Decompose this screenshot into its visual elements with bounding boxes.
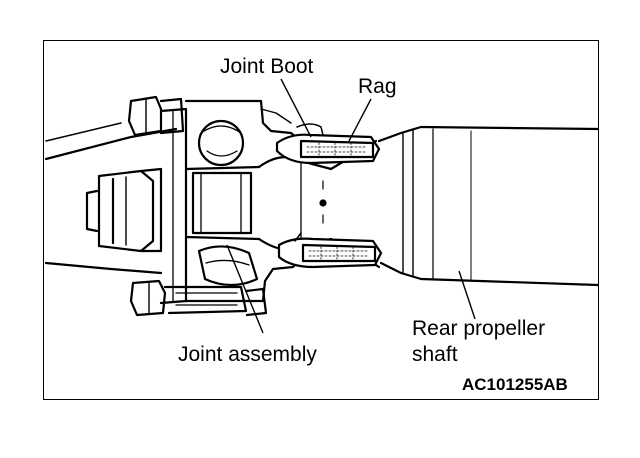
figure-code: AC101255AB — [462, 375, 568, 394]
label-joint-assembly: Joint assembly — [178, 343, 317, 366]
leader-joint-boot — [280, 78, 312, 138]
rag-lower — [277, 232, 383, 269]
upper-bolt — [127, 95, 185, 137]
leader-rear-propeller-shaft — [458, 270, 476, 320]
label-rear-propeller-shaft-line1: Rear propeller — [412, 317, 546, 340]
joint-ball-lower — [197, 245, 259, 287]
propeller-shaft-tube — [377, 125, 598, 287]
label-rear-propeller-shaft-line2: shaft — [412, 343, 458, 366]
label-rag: Rag — [358, 75, 397, 98]
joint-center-block — [184, 165, 261, 241]
propeller-shaft-illustration — [44, 78, 598, 334]
joint-ball-upper — [197, 119, 245, 167]
label-joint-boot: Joint Boot — [220, 55, 314, 78]
leader-rag — [348, 98, 372, 142]
diagram-frame: Joint Boot Rag Joint assembly Rear prope… — [43, 40, 599, 400]
rag-upper — [275, 123, 381, 165]
leader-joint-assembly — [226, 244, 264, 334]
lower-bolt — [129, 279, 268, 317]
hex-nut — [85, 167, 163, 253]
